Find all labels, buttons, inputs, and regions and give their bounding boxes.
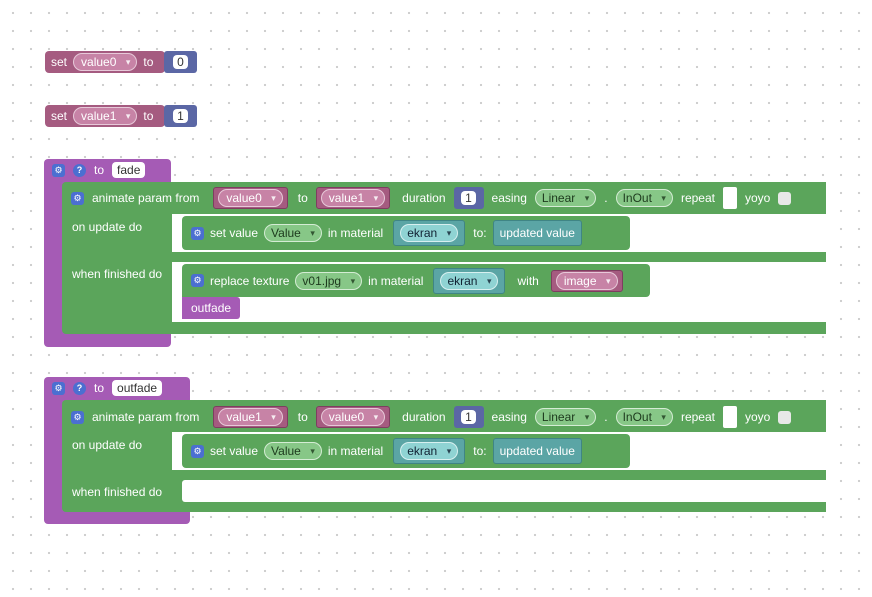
on-update-label: on update do	[72, 438, 143, 452]
help-icon[interactable]: ?	[73, 381, 86, 395]
to-label: to	[297, 410, 308, 424]
in-material-label: in material	[327, 444, 384, 458]
image-variable-block[interactable]: image	[550, 269, 623, 292]
gear-icon[interactable]: ⚙	[52, 381, 65, 395]
set-label: set	[51, 55, 68, 69]
updated-value-block[interactable]: updated value	[492, 438, 582, 464]
with-label: with	[517, 273, 539, 288]
gear-icon[interactable]: ⚙	[52, 163, 65, 177]
animate-header-row: ⚙ animate param from value0 to value1 du…	[62, 186, 792, 210]
gear-icon[interactable]: ⚙	[71, 410, 84, 424]
to-label: to	[297, 191, 308, 205]
set-value-label: set value	[210, 444, 259, 458]
number-field[interactable]: 1	[173, 109, 188, 123]
procedure-fade-header: ⚙ ? to fade	[44, 159, 171, 181]
set-value1-block[interactable]: set value1 to	[45, 105, 165, 127]
to-label: to	[94, 163, 105, 177]
material-block[interactable]: ekran	[393, 220, 466, 246]
yoyo-label: yoyo	[744, 191, 771, 205]
to-label: to	[143, 109, 154, 123]
material-block[interactable]: ekran	[393, 438, 466, 464]
yoyo-label: yoyo	[744, 410, 771, 424]
yoyo-checkbox[interactable]	[778, 191, 792, 205]
to-variable-block[interactable]: value0	[315, 406, 391, 428]
procedure-name-field[interactable]: fade	[112, 162, 146, 178]
repeat-input-slot[interactable]	[722, 406, 737, 428]
repeat-label: repeat	[680, 191, 715, 205]
from-variable-block[interactable]: value1	[213, 406, 288, 428]
set-value-block[interactable]: ⚙ set value Value in material ekran to: …	[182, 216, 630, 250]
yoyo-checkbox[interactable]	[778, 410, 792, 424]
variable-dropdown[interactable]: image	[555, 271, 618, 290]
number-field[interactable]: 1	[461, 410, 476, 424]
duration-number-block[interactable]: 1	[453, 406, 484, 428]
material-dropdown[interactable]: ekran	[400, 442, 459, 460]
procedure-name-field[interactable]: outfade	[112, 380, 163, 396]
when-finished-label: when finished do	[72, 485, 163, 499]
call-outfade-block[interactable]: outfade	[182, 297, 241, 319]
gear-icon[interactable]: ⚙	[71, 191, 84, 205]
number-block-1[interactable]: 1	[164, 105, 197, 127]
animate-label: animate param from	[92, 410, 200, 424]
updated-value-label: updated value	[499, 226, 575, 240]
variable-dropdown[interactable]: value0	[218, 189, 283, 207]
param-dropdown[interactable]: Value	[264, 442, 322, 460]
easing-mode-dropdown[interactable]: InOut	[615, 189, 673, 207]
replace-texture-label: replace texture	[210, 273, 290, 288]
updated-value-label: updated value	[499, 444, 575, 458]
animate-header-row: ⚙ animate param from value1 to value0 du…	[62, 405, 792, 429]
set-value-label: set value	[210, 226, 259, 240]
in-material-label: in material	[327, 226, 384, 240]
variable-dropdown-value1[interactable]: value1	[73, 107, 138, 125]
variable-dropdown[interactable]: value1	[320, 189, 386, 207]
updated-value-block[interactable]: updated value	[492, 220, 582, 246]
material-dropdown[interactable]: ekran	[440, 271, 499, 290]
variable-dropdown[interactable]: value1	[218, 408, 283, 426]
gear-icon[interactable]: ⚙	[191, 274, 204, 287]
repeat-input-slot[interactable]	[722, 187, 737, 209]
easing-label: easing	[491, 191, 527, 205]
duration-label: duration	[402, 191, 446, 205]
dot-label: .	[604, 410, 608, 424]
easing-dropdown[interactable]: Linear	[534, 408, 597, 426]
to-label: to	[94, 381, 105, 395]
set-value0-block[interactable]: set value0 to	[45, 51, 165, 73]
when-finished-label: when finished do	[72, 267, 163, 281]
to-label: to	[143, 55, 154, 69]
set-value-block[interactable]: ⚙ set value Value in material ekran to: …	[182, 434, 630, 468]
on-update-label: on update do	[72, 220, 143, 234]
when-finished-slot[interactable]	[182, 480, 826, 502]
to-label: to:	[473, 444, 487, 458]
from-variable-block[interactable]: value0	[213, 187, 288, 209]
animate-label: animate param from	[92, 191, 200, 205]
to-variable-block[interactable]: value1	[315, 187, 391, 209]
gear-icon[interactable]: ⚙	[191, 226, 204, 240]
number-field[interactable]: 1	[461, 191, 476, 205]
call-label: outfade	[191, 301, 232, 315]
dot-label: .	[604, 191, 608, 205]
help-icon[interactable]: ?	[73, 163, 86, 177]
material-block[interactable]: ekran	[433, 267, 506, 294]
repeat-label: repeat	[680, 410, 715, 424]
set-label: set	[51, 109, 68, 123]
variable-dropdown-value0[interactable]: value0	[73, 53, 138, 71]
material-dropdown[interactable]: ekran	[400, 224, 459, 242]
duration-number-block[interactable]: 1	[453, 187, 484, 209]
gear-icon[interactable]: ⚙	[191, 444, 204, 458]
number-block-0[interactable]: 0	[164, 51, 197, 73]
number-field[interactable]: 0	[173, 55, 188, 69]
easing-label: easing	[491, 410, 527, 424]
replace-texture-block[interactable]: ⚙ replace texture v01.jpg in material ek…	[182, 264, 650, 297]
variable-dropdown[interactable]: value0	[320, 408, 386, 426]
in-material-label: in material	[368, 273, 424, 288]
texture-dropdown[interactable]: v01.jpg	[295, 271, 363, 290]
procedure-outfade-header: ⚙ ? to outfade	[44, 377, 190, 399]
to-label: to:	[473, 226, 487, 240]
easing-dropdown[interactable]: Linear	[534, 189, 597, 207]
param-dropdown[interactable]: Value	[264, 224, 322, 242]
easing-mode-dropdown[interactable]: InOut	[615, 408, 673, 426]
duration-label: duration	[402, 410, 446, 424]
